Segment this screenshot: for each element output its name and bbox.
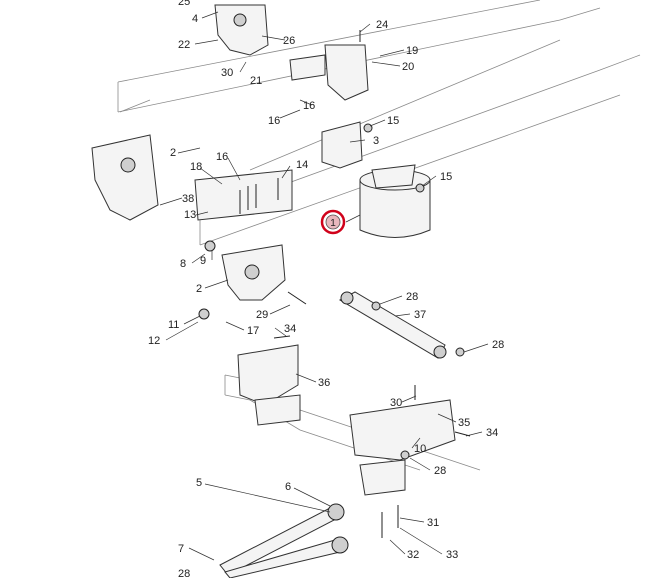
- axle-seat-35: [349, 399, 456, 496]
- callout-label: 26: [283, 35, 295, 47]
- callout-label: 16: [303, 100, 315, 112]
- callout-label: 19: [406, 45, 418, 57]
- callout-label: 37: [414, 309, 426, 321]
- callout-label: 30: [390, 397, 402, 409]
- callout-label: 24: [376, 19, 388, 31]
- highlighted-callout[interactable]: 1: [320, 209, 361, 235]
- callout-label: 7: [178, 543, 184, 555]
- callout-label: 15: [387, 115, 399, 127]
- bolts: [198, 30, 471, 538]
- front-hanger-bracket: [214, 4, 269, 56]
- callout-label: 18: [190, 161, 202, 173]
- callout-labels: 25 4 24 22 26 19 30 21 20 16 15 16 2 3 1…: [148, 0, 504, 578]
- callout-label: 28: [434, 465, 446, 477]
- callout-label: 15: [440, 171, 452, 183]
- callout-label: 25: [178, 0, 190, 8]
- callout-label: 36: [318, 377, 330, 389]
- axle-seat-36: [237, 344, 301, 426]
- callout-label: 33: [446, 549, 458, 561]
- callout-label: 21: [250, 75, 262, 87]
- callout-label: 2: [170, 147, 176, 159]
- upper-mount-bracket: [289, 44, 369, 101]
- callout-label: 28: [492, 339, 504, 351]
- lower-torque-rods: [219, 503, 349, 578]
- callout-label: 8: [180, 258, 186, 270]
- callout-label: 4: [192, 13, 198, 25]
- callout-label: 29: [256, 309, 268, 321]
- callout-label: 5: [196, 477, 202, 489]
- callout-label: 34: [284, 323, 296, 335]
- axle-bracket-2: [221, 244, 286, 301]
- callout-label: 16: [268, 115, 280, 127]
- callout-label: 17: [247, 325, 259, 337]
- highlight-ring: [320, 209, 346, 235]
- callout-label: 38: [182, 193, 194, 205]
- callout-label: 6: [285, 481, 291, 493]
- callout-label: 32: [407, 549, 419, 561]
- callout-label: 34: [486, 427, 498, 439]
- callout-label: 11: [168, 319, 179, 331]
- bracket-13: [194, 169, 293, 221]
- highlight-dot: [325, 214, 341, 230]
- callout-label: 28: [406, 291, 418, 303]
- highlight-number: 1: [330, 218, 336, 229]
- callout-label: 30: [221, 67, 233, 79]
- callout-label: 12: [148, 335, 160, 347]
- bracket-3: [321, 121, 363, 169]
- callout-label: 20: [402, 61, 414, 73]
- callout-label: 10: [414, 443, 426, 455]
- torque-rod: [338, 291, 447, 359]
- callout-label: 14: [296, 159, 308, 171]
- spring-hanger-left: [91, 134, 159, 221]
- callout-label: 22: [178, 39, 190, 51]
- callout-label: 2: [196, 283, 202, 295]
- callout-label: 16: [216, 151, 228, 163]
- callout-label: 31: [427, 517, 439, 529]
- callout-label: 28: [178, 568, 190, 578]
- callout-label: 35: [458, 417, 470, 429]
- callout-label: 3: [373, 135, 379, 147]
- callout-label: 9: [200, 255, 206, 267]
- air-spring: [359, 164, 431, 238]
- callout-label: 13: [184, 209, 196, 221]
- leader-lines: [159, 11, 489, 561]
